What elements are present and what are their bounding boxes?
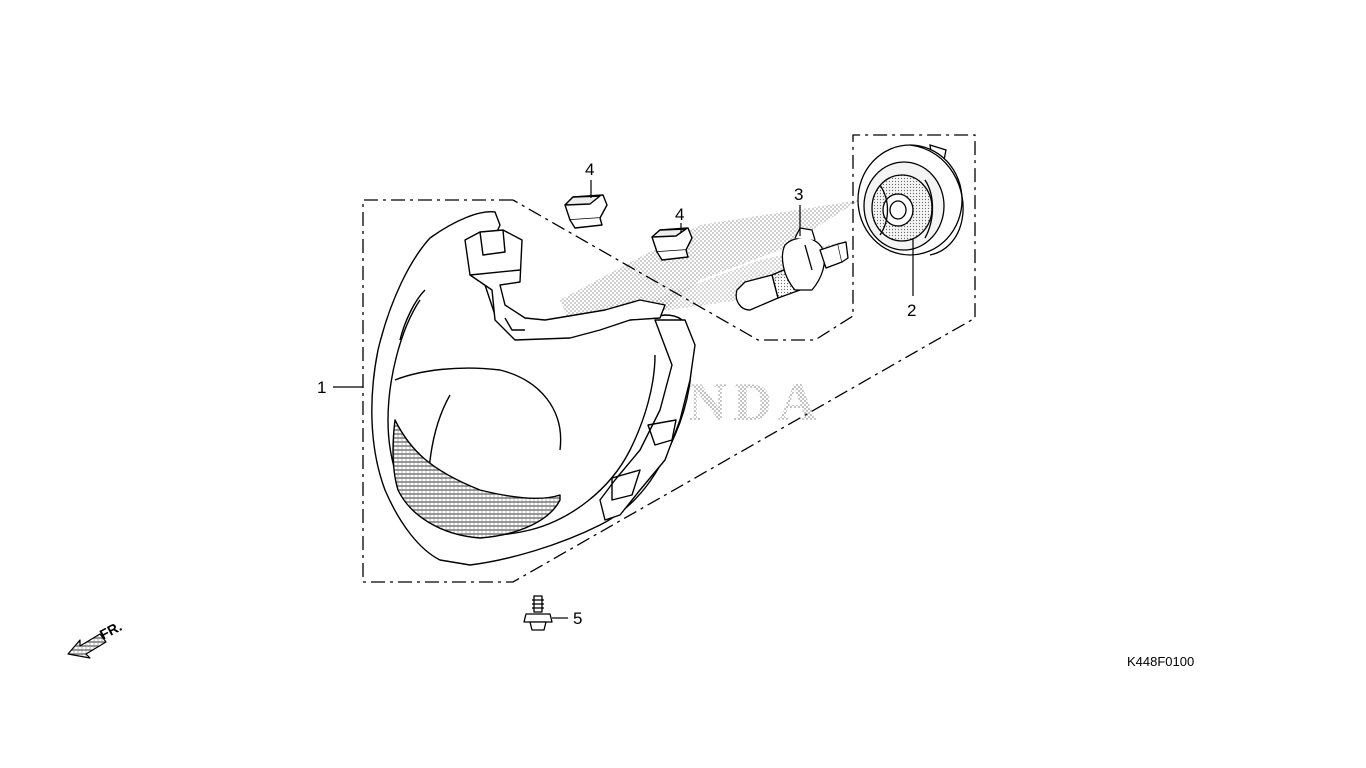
assembly-boundary xyxy=(362,134,976,583)
clip-right xyxy=(651,227,693,261)
front-arrow-icon xyxy=(67,633,107,659)
headlight-unit xyxy=(371,211,696,566)
callout-headlight-unit: 1 xyxy=(317,378,326,397)
diagram-code: K448F0100 xyxy=(1127,654,1194,669)
callout-socket-cover: 2 xyxy=(907,301,916,320)
screw xyxy=(523,595,553,631)
callout-clip-left: 4 xyxy=(585,160,594,179)
clip-left xyxy=(564,194,608,229)
headlight-bulb xyxy=(735,227,849,311)
callout-screw: 5 xyxy=(573,609,582,628)
callout-clip-right: 4 xyxy=(675,205,684,224)
socket-cover xyxy=(857,144,964,256)
callout-bulb: 3 xyxy=(794,185,803,204)
leader-lines xyxy=(333,180,914,619)
front-indicator: FR. xyxy=(67,618,124,659)
